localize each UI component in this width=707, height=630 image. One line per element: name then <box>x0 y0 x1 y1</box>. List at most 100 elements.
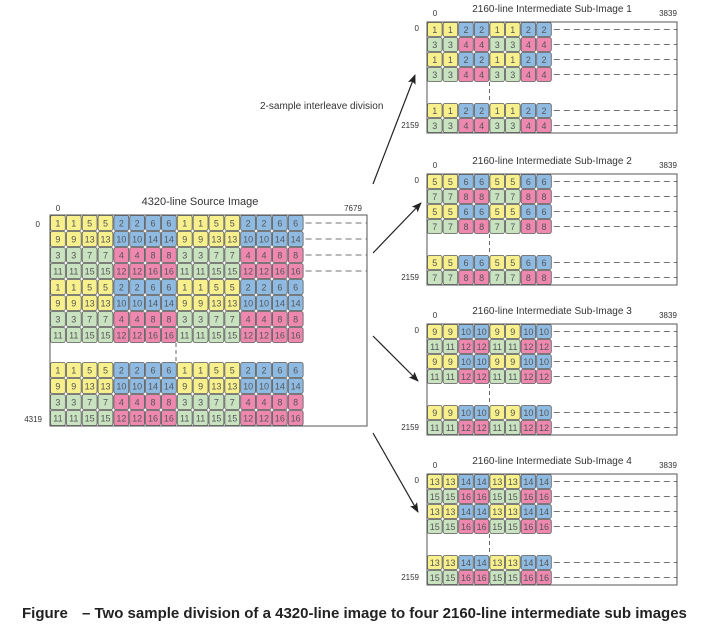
pixel-cell-label: 2 <box>526 55 531 65</box>
pixel-cell-label: 7 <box>448 192 453 202</box>
pixel-cell <box>145 247 161 263</box>
pixel-cell <box>427 369 443 384</box>
pixel-cell <box>192 327 209 343</box>
pixel-cell <box>442 52 459 67</box>
pixel-cell <box>520 255 537 270</box>
pixel-cell <box>287 410 304 426</box>
pixel-cell <box>97 311 114 327</box>
pixel-cell-label: 16 <box>539 492 549 502</box>
pixel-cell-label: 15 <box>492 492 502 502</box>
pixel-cell-label: 11 <box>430 342 439 352</box>
pixel-cell <box>145 311 161 327</box>
pixel-cell-label: 5 <box>230 366 235 376</box>
pixel-cell-label: 1 <box>182 283 187 293</box>
pixel-cell <box>473 118 490 133</box>
pixel-cell-label: 6 <box>166 283 171 293</box>
pixel-cell-label: 4 <box>463 40 468 50</box>
pixel-cell <box>113 378 130 394</box>
pixel-cell <box>240 394 256 410</box>
pixel-cell-label: 16 <box>164 414 174 424</box>
pixel-cell-label: 11 <box>69 331 78 341</box>
pixel-cell-label: 9 <box>55 382 60 392</box>
pixel-cell <box>271 263 288 279</box>
pixel-cell <box>458 189 474 204</box>
pixel-cell <box>473 339 490 354</box>
pixel-cell-label: 6 <box>479 258 484 268</box>
pixel-cell <box>65 295 82 311</box>
pixel-cell-label: 13 <box>100 382 110 392</box>
pixel-cell <box>505 174 521 189</box>
pixel-cell-label: 11 <box>508 372 517 382</box>
pixel-cell <box>65 231 82 247</box>
pixel-cell <box>489 37 505 52</box>
pixel-cell <box>442 504 459 519</box>
pixel-cell-label: 5 <box>230 283 235 293</box>
pixel-cell <box>208 263 225 279</box>
pixel-cell-label: 11 <box>446 423 455 433</box>
pixel-cell <box>520 369 537 384</box>
sub-image-title: 2160-line Intermediate Sub-Image 3 <box>472 306 632 317</box>
pixel-cell-label: 3 <box>495 40 500 50</box>
sub-image-title: 2160-line Intermediate Sub-Image 4 <box>472 456 632 467</box>
pixel-cell-label: 14 <box>164 235 174 245</box>
pixel-cell-label: 14 <box>477 507 487 517</box>
pixel-cell <box>442 489 459 504</box>
pixel-cell <box>473 270 490 285</box>
pixel-cell <box>520 354 537 369</box>
sub-image-y-end: 2159 <box>401 121 419 130</box>
pixel-cell-label: 7 <box>432 273 437 283</box>
pixel-cell <box>208 394 225 410</box>
pixel-cell-label: 10 <box>259 382 269 392</box>
pixel-cell-label: 2 <box>463 55 468 65</box>
pixel-cell <box>224 279 241 295</box>
pixel-cell-label: 7 <box>510 222 515 232</box>
pixel-cell-label: 15 <box>85 267 95 277</box>
pixel-cell-label: 7 <box>448 222 453 232</box>
sub-image-x-end: 3839 <box>659 161 677 170</box>
pixel-cell <box>489 519 505 534</box>
sub-image-title: 2160-line Intermediate Sub-Image 2 <box>472 156 632 167</box>
sub-image-frame <box>426 323 678 436</box>
pixel-cell <box>97 231 114 247</box>
pixel-cell <box>256 231 272 247</box>
pixel-cell <box>427 22 443 37</box>
pixel-cell <box>489 369 505 384</box>
pixel-cell-label: 7 <box>103 398 108 408</box>
pixel-cell <box>427 52 443 67</box>
pixel-cell <box>81 410 98 426</box>
pixel-cell <box>192 247 209 263</box>
pixel-cell <box>287 247 304 263</box>
pixel-cell <box>536 37 552 52</box>
pixel-cell-label: 11 <box>180 267 189 277</box>
pixel-cell <box>240 327 256 343</box>
pixel-cell-label: 16 <box>539 522 549 532</box>
pixel-cell-label: 9 <box>510 408 515 418</box>
pixel-cell-label: 13 <box>430 507 440 517</box>
pixel-cell-label: 12 <box>461 423 471 433</box>
pixel-cell <box>176 410 193 426</box>
pixel-cell <box>97 247 114 263</box>
pixel-cell <box>505 270 521 285</box>
pixel-cell <box>113 247 130 263</box>
pixel-cell <box>161 215 177 231</box>
pixel-cell <box>458 103 474 118</box>
pixel-cell <box>442 570 459 585</box>
pixel-cell-label: 8 <box>526 273 531 283</box>
pixel-cell <box>145 295 161 311</box>
pixel-cell-label: 7 <box>432 192 437 202</box>
pixel-cell-label: 15 <box>227 267 237 277</box>
pixel-cell-label: 14 <box>539 507 549 517</box>
pixel-cell <box>176 378 193 394</box>
pixel-cell <box>489 555 505 570</box>
pixel-cell-label: 3 <box>198 398 203 408</box>
pixel-cell-label: 15 <box>430 522 440 532</box>
pixel-cell <box>65 311 82 327</box>
pixel-cell-label: 15 <box>100 267 110 277</box>
pixel-cell-label: 12 <box>523 423 533 433</box>
pixel-cell-label: 13 <box>445 558 455 568</box>
pixel-cell <box>208 327 225 343</box>
pixel-cell-label: 9 <box>182 299 187 309</box>
pixel-cell <box>176 311 193 327</box>
pixel-cell <box>458 37 474 52</box>
pixel-cell-label: 5 <box>495 207 500 217</box>
